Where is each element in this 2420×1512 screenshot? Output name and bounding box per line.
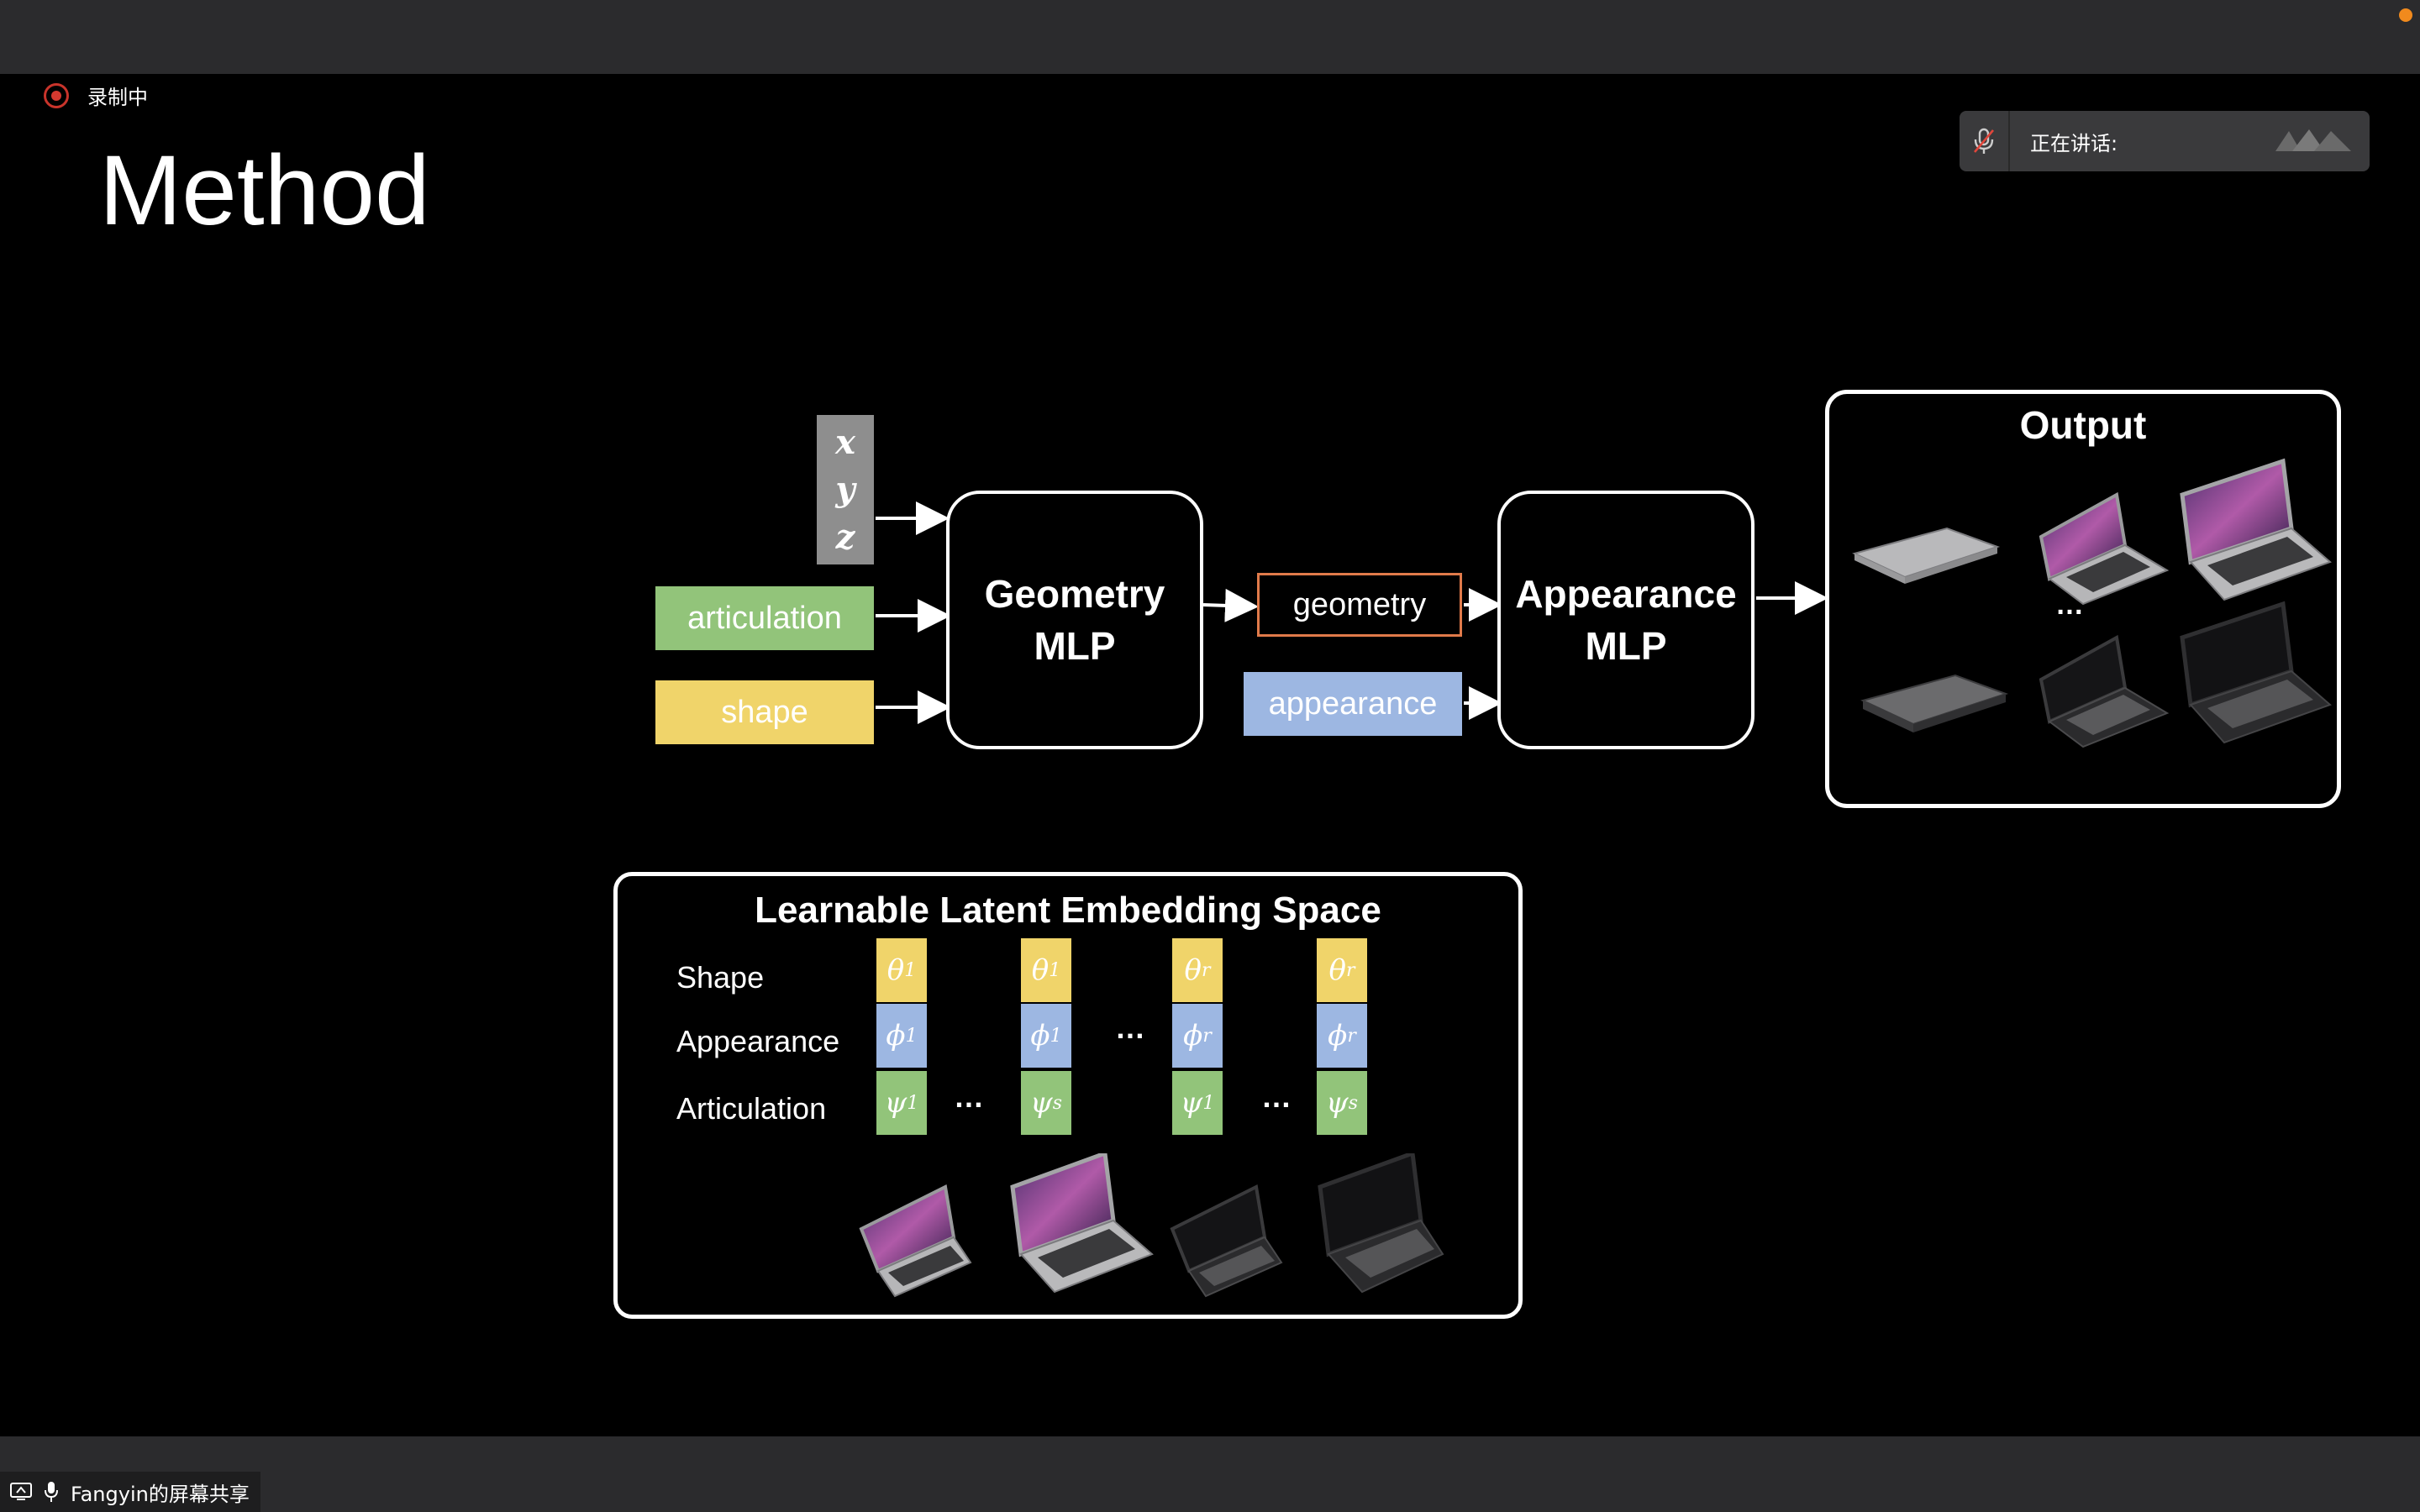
laptop-icon xyxy=(1010,1153,1154,1294)
laptop-icon xyxy=(1170,1184,1283,1298)
y-label: y xyxy=(835,470,855,510)
laptop-icon xyxy=(2180,601,2332,744)
appearance-mlp-line2: MLP xyxy=(1585,624,1667,668)
latent-laptops xyxy=(859,1153,1444,1298)
output-laptops: … xyxy=(1852,458,2332,748)
x-label: x xyxy=(835,422,855,462)
row-label-articulation: Articulation xyxy=(676,1091,827,1126)
row-label-appearance: Appearance xyxy=(676,1024,840,1058)
output-ellipsis: … xyxy=(2055,589,2084,621)
diagram-arrows xyxy=(876,501,1828,724)
microphone-icon xyxy=(45,1482,58,1502)
speaker-avatar xyxy=(2275,129,2351,151)
z-label: z xyxy=(835,517,855,558)
ellipsis: … xyxy=(954,1079,984,1114)
top-bar xyxy=(0,0,2420,74)
output-title: Output xyxy=(2019,403,2147,447)
geometry-feature: geometry xyxy=(1257,573,1462,637)
laptop-icon xyxy=(859,1184,972,1298)
laptop-icon xyxy=(1860,674,2009,732)
laptop-icon xyxy=(2039,491,2170,606)
slide-title: Method xyxy=(99,135,430,246)
screen-share-icon xyxy=(10,1483,32,1500)
geometry-mlp: Geometry MLP xyxy=(946,491,1203,749)
laptop-icon xyxy=(1318,1153,1444,1294)
screen-share-label: Fangyin的屏幕共享 xyxy=(71,1482,250,1506)
appearance-mlp-line1: Appearance xyxy=(1515,572,1737,616)
arrow-geometry-to-feature xyxy=(1202,588,1259,622)
speaker-label: 正在讲话: xyxy=(2030,131,2118,155)
geometry-mlp-line2: MLP xyxy=(1034,624,1116,668)
laptop-icon xyxy=(1852,527,2001,584)
row-label-shape: Shape xyxy=(676,960,765,995)
record-icon xyxy=(44,82,69,108)
appearance-input: appearance xyxy=(1244,672,1462,736)
latent-embedding-panel: Learnable Latent Embedding Space Shape A… xyxy=(613,872,1523,1319)
shape-input: shape xyxy=(655,680,874,744)
appearance-mlp: Appearance MLP xyxy=(1497,491,1754,749)
ellipsis: … xyxy=(1115,1011,1145,1045)
mic-muted-icon xyxy=(1960,111,2010,171)
ellipsis: … xyxy=(1261,1079,1292,1114)
recording-label: 录制中 xyxy=(87,86,148,109)
active-speaker-panel[interactable]: 正在讲话: xyxy=(1960,111,2370,171)
geometry-mlp-line1: Geometry xyxy=(984,572,1165,616)
articulation-input: articulation xyxy=(655,586,874,650)
recording-indicator[interactable]: 录制中 xyxy=(44,81,148,110)
notification-dot xyxy=(2399,8,2412,22)
xyz-input: x y z xyxy=(817,415,874,564)
latent-title: Learnable Latent Embedding Space xyxy=(755,890,1381,931)
laptop-icon xyxy=(2039,634,2170,748)
laptop-icon xyxy=(2180,458,2332,601)
output-panel: Output … xyxy=(1825,390,2341,808)
screen-share-indicator[interactable]: Fangyin的屏幕共享 xyxy=(0,1472,260,1512)
bottom-bar xyxy=(0,1436,2420,1512)
